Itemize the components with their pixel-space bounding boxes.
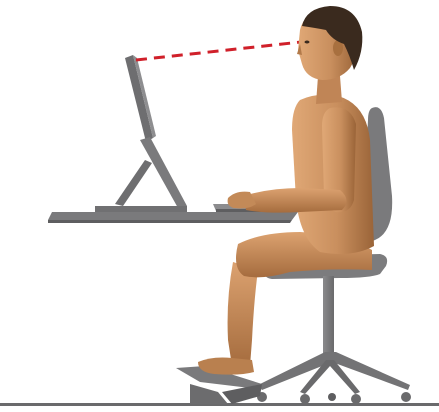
line-of-sight	[136, 42, 301, 60]
desk	[48, 212, 298, 223]
computer-monitor	[95, 55, 187, 212]
seated-figure	[198, 6, 374, 375]
